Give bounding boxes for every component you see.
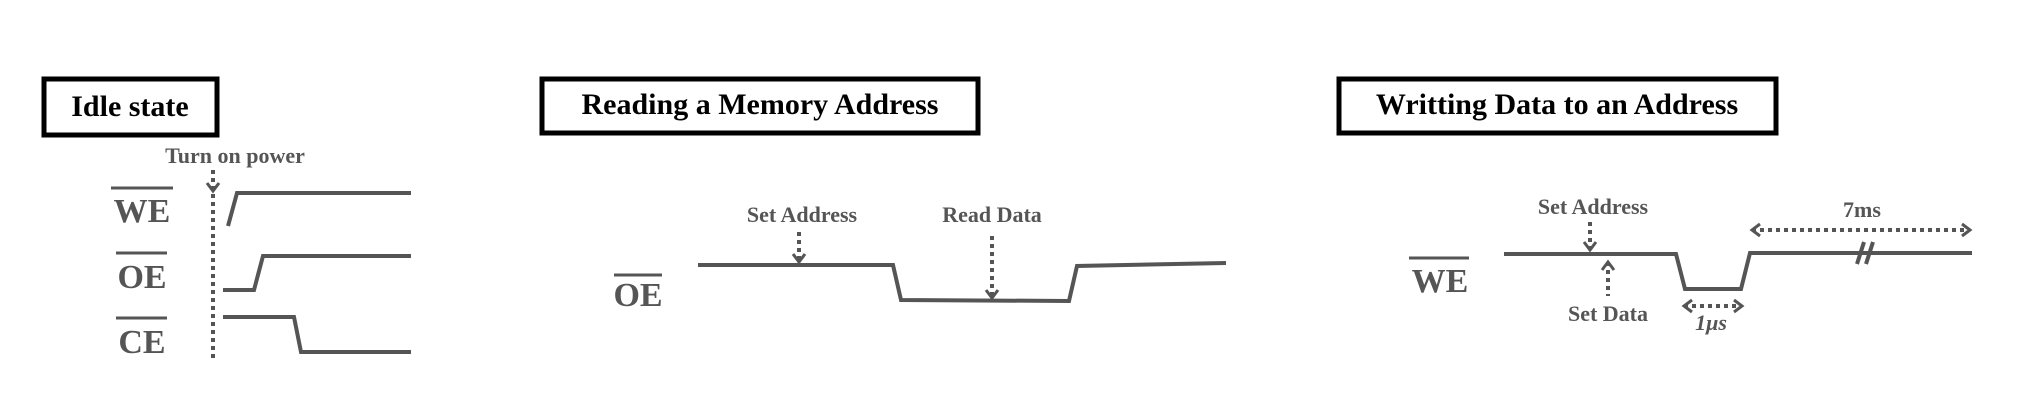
arrow-up-icon xyxy=(1600,259,1616,271)
pulse-width-label: 1μs xyxy=(1695,310,1727,335)
break-mark xyxy=(1864,241,1875,265)
arrow-left-icon xyxy=(1681,298,1693,314)
read-title-box xyxy=(539,76,981,136)
we-waveform xyxy=(226,191,411,227)
read-data-label: Read Data xyxy=(942,202,1042,227)
arrow-down-icon xyxy=(984,289,1000,301)
write-time-label: 7ms xyxy=(1843,197,1881,222)
set-data-label: Set Data xyxy=(1568,301,1648,326)
we-label: WE xyxy=(1412,263,1469,300)
ce-waveform xyxy=(223,315,411,354)
oe-waveform xyxy=(223,254,411,292)
idle-title-box xyxy=(41,76,220,138)
ce-label: CE xyxy=(118,324,165,361)
oe-label: OE xyxy=(117,259,166,296)
set-address-label: Set Address xyxy=(747,202,858,227)
read-title: Reading a Memory Address xyxy=(582,88,939,121)
arrow-down-icon xyxy=(1582,241,1598,253)
write-title: Writting Data to an Address xyxy=(1376,88,1738,121)
arrow-left-icon xyxy=(1749,222,1761,238)
we-label: WE xyxy=(114,193,171,230)
oe-label: OE xyxy=(613,277,662,314)
read-panel: Reading a Memory Address OE Set Address … xyxy=(539,76,1227,314)
write-title-box xyxy=(1336,76,1779,136)
write-panel: Writting Data to an Address WE Set Addre… xyxy=(1336,76,1973,335)
idle-title: Idle state xyxy=(71,90,188,123)
set-address-label: Set Address xyxy=(1538,194,1649,219)
arrow-right-icon xyxy=(1733,298,1745,314)
oe-waveform xyxy=(698,261,1227,304)
arrow-right-icon xyxy=(1961,222,1973,238)
arrow-down-icon xyxy=(205,182,221,194)
idle-state-panel: Idle state Turn on power WE OE CE xyxy=(41,76,411,361)
turn-on-power-label: Turn on power xyxy=(165,143,305,168)
arrow-down-icon xyxy=(791,253,807,265)
break-mark xyxy=(1855,241,1866,265)
we-waveform xyxy=(1504,251,1972,291)
